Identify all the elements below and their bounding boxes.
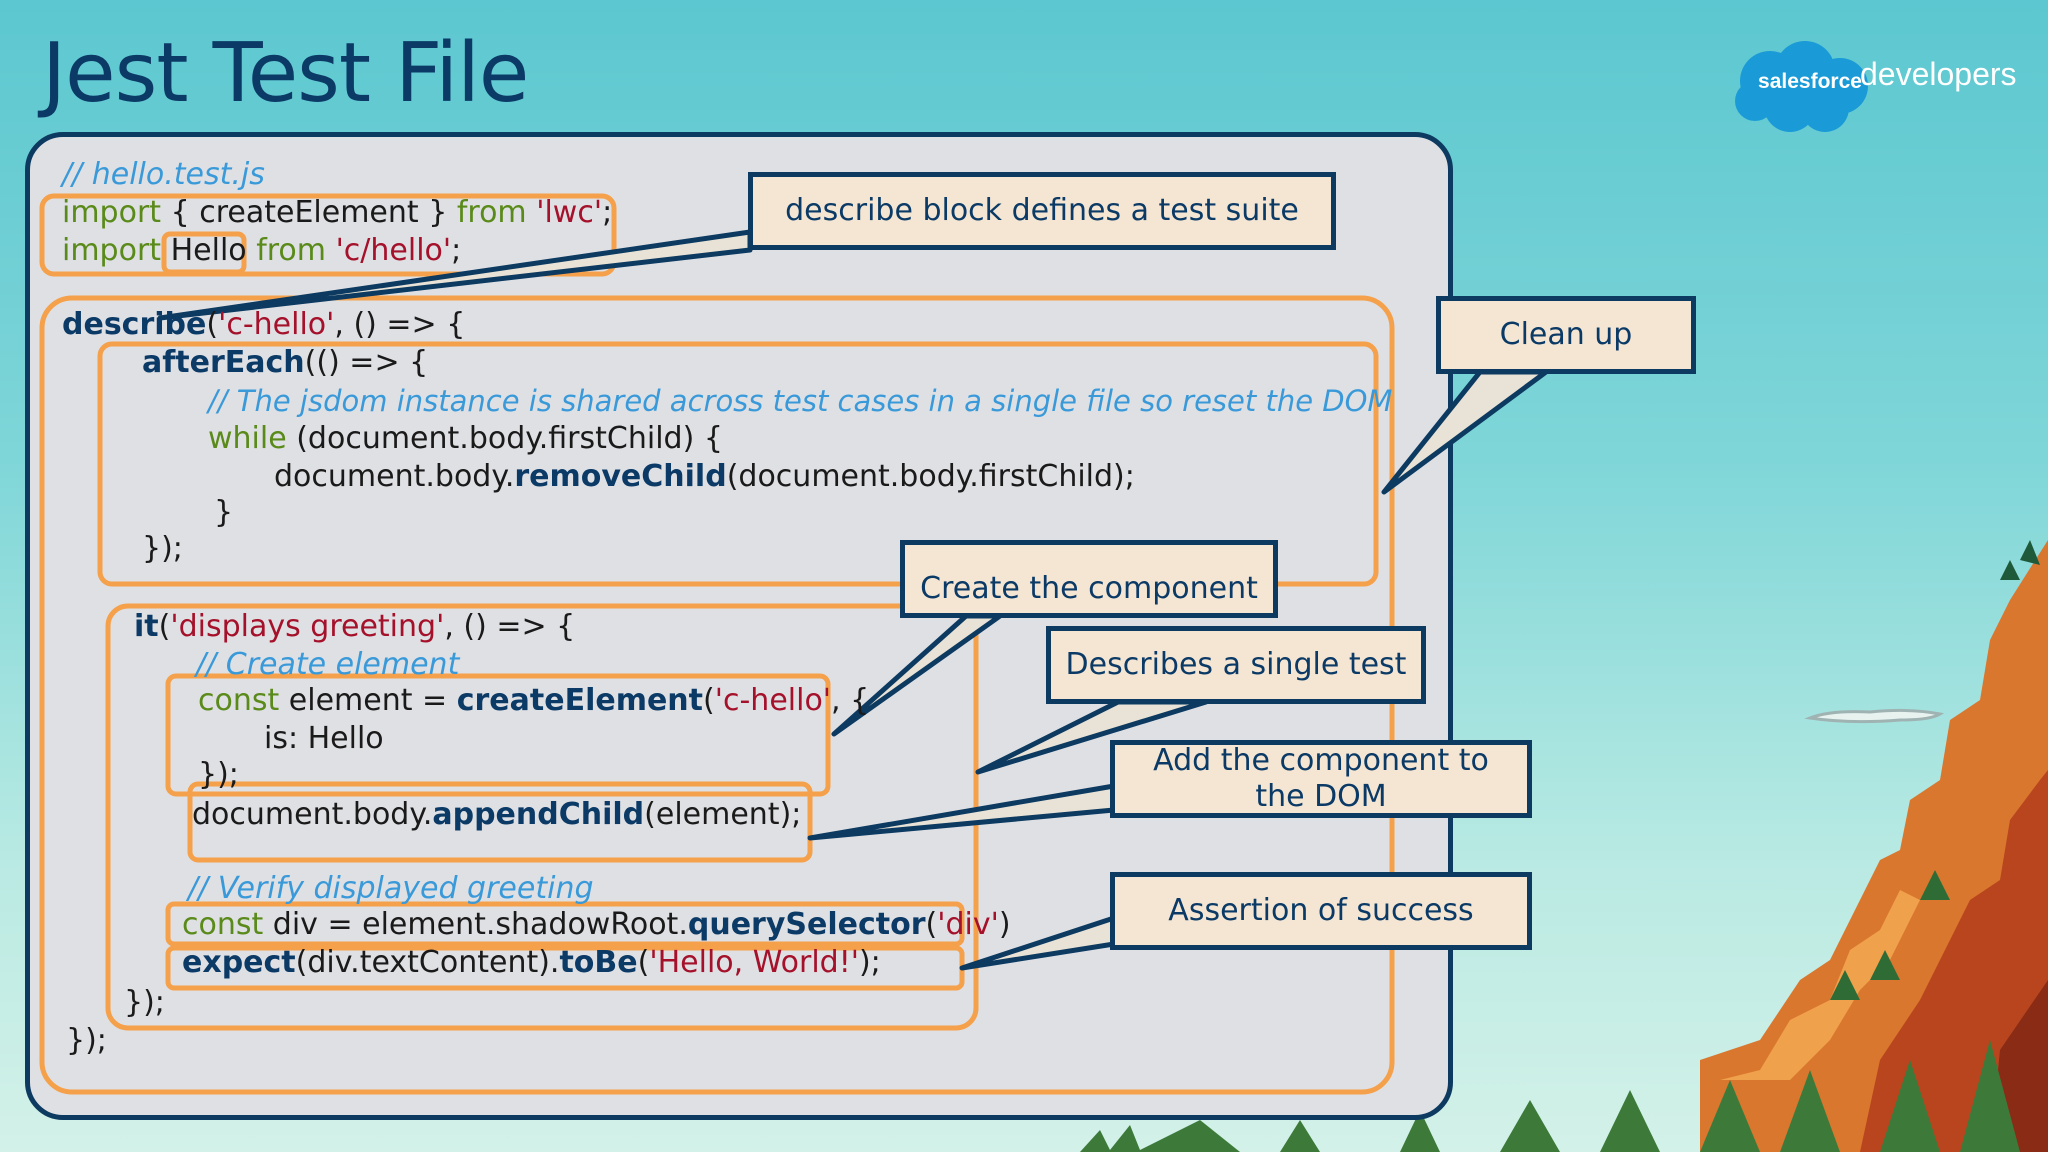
callout-describe-block: describe block defines a test suite [748,172,1336,250]
fn-aftereach: afterEach [142,345,305,380]
code-text: element = [279,683,457,718]
code-text: document.body. [192,797,433,832]
code-text: ( [703,683,715,718]
fn-queryselector: querySelector [687,907,926,942]
brand-logo: salesforce developers [1730,36,2030,136]
callout-create-component: Create the component [900,540,1278,618]
keyword-import: import [62,195,162,230]
code-text: ( [925,907,938,942]
code-line-12: // Create element [196,646,459,684]
string-c-hello: 'c-hello' [714,683,832,718]
code-line-7: while (document.body.firstChild) { [208,420,723,458]
comment-verify-greeting: // Verify displayed greeting [188,871,594,906]
code-text: ) [998,907,1011,942]
string-div: 'div' [937,907,999,942]
code-line-9: } [214,494,233,532]
callout-assertion: Assertion of success [1110,872,1532,950]
code-line-19: expect(div.textContent).toBe('Hello, Wor… [182,944,881,982]
string-hello-world: 'Hello, World!' [649,945,859,980]
code-line-4: describe('c-hello', () => { [62,306,465,344]
code-line-5: afterEach(() => { [142,344,428,382]
code-text: ; [451,233,462,268]
keyword-import: import [62,233,162,268]
fn-expect: expect [182,945,296,980]
code-text: document.body. [274,459,515,494]
code-text: } [214,495,234,530]
keyword-while: while [208,421,287,456]
comment-jsdom: // The jsdom instance is shared across t… [208,384,1393,418]
code-text: }); [142,531,183,566]
code-line-17: // Verify displayed greeting [188,870,594,908]
callout-add-text-line1: Add the component to [1153,743,1489,778]
code-text: (() => { [304,345,429,380]
code-line-2: import { createElement } from 'lwc'; [62,194,612,232]
salesforce-cloud-icon [1735,41,1868,132]
fn-createelement: createElement [456,683,704,718]
code-text: ( [158,609,171,644]
brand-logo-text: salesforce [1758,70,1862,93]
code-line-15: }); [198,756,239,794]
code-line-14: is: Hello [264,720,384,758]
code-line-13: const element = createElement('c-hello',… [198,682,869,720]
brand-suffix: developers [1860,56,2017,92]
string-displays-greeting: 'displays greeting' [170,609,445,644]
string-lwc: 'lwc' [536,195,603,230]
keyword-from: from [256,233,327,268]
callout-single-test: Describes a single test [1046,626,1426,704]
code-text: ( [637,945,650,980]
code-line-11: it('displays greeting', () => { [134,608,575,646]
callout-create-text: Create the component [920,571,1258,606]
code-line-18: const div = element.shadowRoot.querySele… [182,906,1011,944]
callout-describe-text: describe block defines a test suite [785,193,1299,228]
code-line-8: document.body.removeChild(document.body.… [274,458,1135,496]
code-line-3: import Hello from 'c/hello'; [62,232,461,270]
code-text: ); [858,945,881,980]
fn-removechild: removeChild [514,459,727,494]
callout-assert-text: Assertion of success [1168,893,1474,928]
code-text: }); [124,985,165,1020]
code-text: }); [66,1023,107,1058]
callout-single-text: Describes a single test [1065,647,1407,682]
string-c-hello-path: 'c/hello' [335,233,452,268]
keyword-const: const [198,683,280,718]
code-text: , () => { [334,307,466,342]
string-c-hello: 'c-hello' [218,307,335,342]
code-text: (element); [644,797,802,832]
code-text: is: Hello [264,721,384,756]
callout-add-component: Add the component to the DOM [1110,740,1532,818]
code-text: (document.body.firstChild); [726,459,1135,494]
code-line-1: // hello.test.js [62,156,265,194]
comment-create-element: // Create element [196,647,460,682]
code-line-10: }); [142,530,183,568]
code-text: (div.textContent). [295,945,560,980]
keyword-from: from [456,195,527,230]
code-text: }); [198,757,239,792]
code-text: div = element.shadowRoot. [263,907,688,942]
comment-hello-test: // hello.test.js [62,157,265,192]
code-line-21: }); [66,1022,107,1060]
callout-clean-up: Clean up [1436,296,1696,374]
fn-it: it [134,609,159,644]
code-line-16: document.body.appendChild(element); [192,796,801,834]
callout-cleanup-text: Clean up [1499,317,1633,352]
code-line-20: }); [124,984,165,1022]
keyword-const: const [182,907,264,942]
code-text: , { [831,683,870,718]
callout-add-text-line2: the DOM [1255,779,1387,814]
code-text: (document.body.firstChild) { [286,421,723,456]
code-hello: Hello [161,233,257,268]
code-text: ( [206,307,219,342]
code-text: ; [602,195,613,230]
code-text: , () => { [444,609,576,644]
code-line-6: // The jsdom instance is shared across t… [208,382,1392,420]
fn-describe: describe [62,307,207,342]
fn-tobe: toBe [559,945,638,980]
slide-title: Jest Test File [42,26,529,121]
code-text: { createElement } [161,195,457,230]
fn-appendchild: appendChild [432,797,645,832]
